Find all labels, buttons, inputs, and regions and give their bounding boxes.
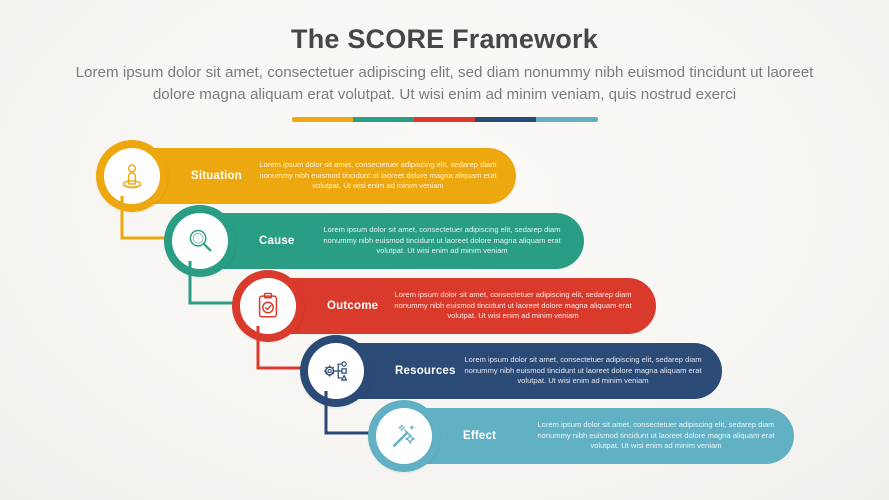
row-badge <box>96 140 168 212</box>
row-pill <box>244 278 656 334</box>
row-resources[interactable]: Resources Lorem ipsum dolor sit amet, co… <box>300 335 722 407</box>
row-label: Situation <box>191 170 242 182</box>
row-cause[interactable]: Cause Lorem ipsum dolor sit amet, consec… <box>164 205 584 277</box>
row-situation[interactable]: Situation Lorem ipsum dolor sit amet, co… <box>96 140 516 212</box>
row-badge-inner <box>240 278 296 334</box>
row-pill <box>380 408 794 464</box>
row-badge-inner <box>172 213 228 269</box>
magnifier-icon <box>189 229 212 252</box>
row-badge <box>164 205 236 277</box>
row-badge-inner <box>104 148 160 204</box>
row-badge <box>300 335 372 407</box>
divider-segment-4 <box>475 117 537 122</box>
divider-segment-3 <box>413 117 476 122</box>
row-pill <box>312 343 722 399</box>
row-description: Lorem ipsum dolor sit amet, consectetuer… <box>464 355 702 386</box>
row-pill <box>108 148 516 204</box>
row-description: Lorem ipsum dolor sit amet, consectetuer… <box>394 290 632 321</box>
row-label: Resources <box>395 365 456 377</box>
row-description: Lorem ipsum dolor sit amet, consectetuer… <box>537 420 775 451</box>
divider-segment-5 <box>536 117 598 122</box>
clipboard-check-icon <box>258 292 278 318</box>
page-title: The SCORE Framework <box>291 24 598 54</box>
row-label: Cause <box>259 235 295 247</box>
color-divider-bar <box>291 117 598 122</box>
row-label: Effect <box>463 430 497 442</box>
row-badge <box>232 270 304 342</box>
gear-nodes-icon <box>323 361 348 381</box>
row-effect[interactable]: Effect Lorem ipsum dolor sit amet, conse… <box>368 400 794 472</box>
row-badge-inner <box>376 408 432 464</box>
row-label: Outcome <box>327 300 379 312</box>
row-pill <box>176 213 584 269</box>
divider-segment-1 <box>291 117 353 122</box>
page-subtitle: Lorem ipsum dolor sit amet, consectetuer… <box>75 64 814 103</box>
meditation-person-icon <box>122 164 142 189</box>
row-description: Lorem ipsum dolor sit amet, consectetuer… <box>323 225 561 256</box>
row-outcome[interactable]: Outcome Lorem ipsum dolor sit amet, cons… <box>232 270 656 342</box>
row-description: Lorem ipsum dolor sit amet, consectetuer… <box>259 160 497 191</box>
row-badge-inner <box>308 343 364 399</box>
row-badge <box>368 400 440 472</box>
divider-segment-2 <box>352 117 414 122</box>
magic-wand-sparkle-icon <box>392 424 415 447</box>
